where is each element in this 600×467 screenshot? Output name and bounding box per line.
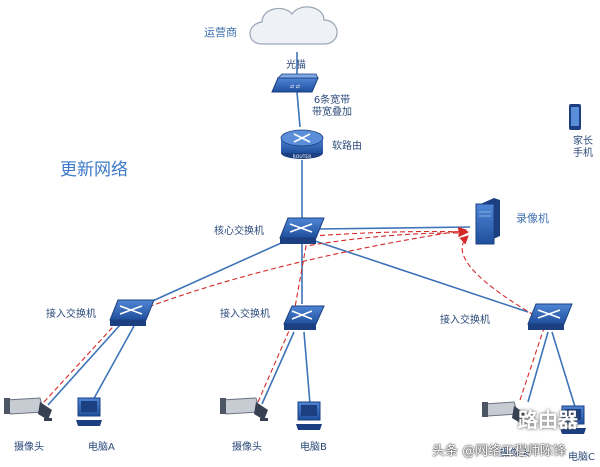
bandwidth-line-1: 6条宽带	[313, 95, 351, 106]
pc-a-icon	[76, 397, 102, 426]
access-switch-3-icon	[527, 303, 573, 330]
watermark-logo: 路由器	[518, 408, 578, 432]
camera-2-icon	[220, 397, 268, 421]
recorder-label: 录像机	[516, 212, 549, 225]
parent-phone-line-1: 家长	[573, 136, 593, 147]
access-switch-2-label: 接入交换机	[220, 309, 270, 320]
parent-phone-line-2: 手机	[573, 148, 593, 159]
camera-1-icon	[4, 397, 52, 421]
flow-camera1-recorder	[43, 226, 468, 403]
optical-modem-label: 光猫	[286, 60, 306, 71]
watermark-text: 头条 @网络工程师陈锋	[432, 444, 567, 459]
diagram-title: 更新网络	[60, 160, 128, 180]
link-access2-pcb	[303, 331, 311, 405]
recorder-icon	[475, 198, 500, 245]
link-access3-pcc	[551, 331, 577, 411]
link-access2-camera2	[261, 331, 295, 405]
pc-c-label: 电脑C	[568, 452, 595, 463]
pc-b-icon	[296, 401, 322, 430]
pc-a-label: 电脑A	[88, 442, 115, 453]
access-switch-1-icon	[109, 299, 155, 326]
access-switch-2-icon	[283, 305, 325, 330]
camera-1-label: 摄像头	[14, 442, 44, 453]
bandwidth-line-2: 带宽叠加	[312, 107, 352, 118]
isp-cloud-icon	[249, 6, 338, 45]
video-flow-lines	[43, 226, 547, 403]
soft-router-label: 软路由	[332, 141, 362, 152]
pc-b-label: 电脑B	[300, 442, 327, 453]
optical-modem-icon: ⇄ ⇄	[271, 73, 319, 93]
access-switch-3-label: 接入交换机	[440, 315, 490, 326]
camera-2-label: 摄像头	[232, 442, 262, 453]
link-access1-camera1	[47, 324, 121, 406]
parent-phone-icon	[569, 104, 581, 130]
flow-camera3-recorder	[459, 235, 547, 401]
soft-router-icon: ROUTER	[280, 129, 324, 160]
link-access3-camera3	[527, 331, 549, 403]
link-access1-pca	[91, 325, 135, 403]
camera-3-label: 摄像头	[500, 448, 530, 459]
router-badge-text: ROUTER	[293, 154, 312, 160]
svg-text:⇄ ⇄: ⇄ ⇄	[290, 84, 300, 90]
link-core-recorder	[317, 226, 471, 230]
parent-phone-label: 家长 手机	[573, 136, 593, 160]
access-switch-1-label: 接入交换机	[46, 309, 96, 320]
bandwidth-note: 6条宽带 带宽叠加	[312, 95, 352, 119]
core-switch-label: 核心交换机	[214, 226, 264, 237]
camera-3-icon	[482, 401, 526, 424]
flow-camera2-recorder	[257, 228, 468, 403]
link-core-access1	[147, 238, 291, 304]
link-core-access3	[311, 239, 529, 313]
network-links	[47, 52, 577, 411]
isp-label: 运营商	[204, 26, 237, 39]
link-modem-router	[296, 91, 301, 128]
pc-c-icon	[560, 405, 586, 434]
core-switch-icon	[279, 217, 325, 244]
